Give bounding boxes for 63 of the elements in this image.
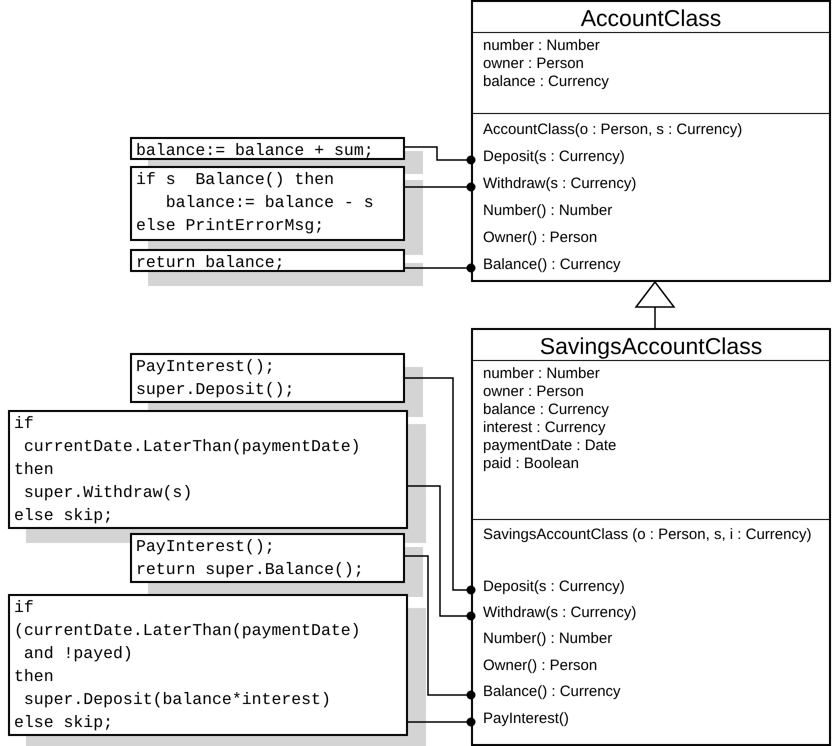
code-box	[130, 166, 405, 241]
operation-text: Owner() : Person	[473, 656, 829, 682]
class-name: AccountClass	[580, 4, 722, 32]
code-box	[130, 137, 405, 160]
code-line: PayInterest();	[136, 356, 276, 378]
attribute-compartment	[473, 360, 829, 520]
class-box	[471, 328, 831, 746]
connector	[408, 485, 476, 620]
code-box	[130, 533, 405, 583]
connector	[405, 377, 476, 594]
connector	[405, 555, 476, 700]
code-line: balance:= balance - s	[164, 192, 375, 214]
connector	[405, 146, 476, 164]
operation-text: Withdraw(s : Currency)	[473, 174, 829, 200]
code-box	[8, 410, 408, 529]
code-line: and !payed)	[22, 643, 134, 665]
operation-text: PayInterest()	[473, 709, 829, 735]
attribute-text: number : Number	[483, 37, 601, 55]
attribute-text: owner : Person	[483, 55, 585, 73]
operation-text: SavingsAccountClass (o : Person, s, i : Currency)	[473, 522, 829, 576]
operation-text: Balance() : Currency	[473, 682, 829, 708]
code-line: else skip;	[14, 505, 114, 527]
code-line: PayInterest();	[136, 536, 276, 558]
code-line: return super.Balance();	[136, 559, 365, 581]
attribute-text: interest : Currency	[483, 419, 607, 437]
attribute-compartment	[473, 32, 829, 114]
attribute-text: number : Number	[483, 365, 601, 383]
code-line: else skip;	[14, 712, 114, 734]
operation-text: Number() : Number	[473, 629, 829, 655]
code-box	[130, 353, 405, 403]
code-line: (currentDate.LaterThan(paymentDate)	[14, 620, 362, 642]
code-line: else PrintErrorMsg;	[136, 215, 326, 237]
code-line: currentDate.LaterThan(paymentDate)	[22, 436, 362, 458]
operation-text: Deposit(s : Currency)	[473, 577, 829, 603]
attribute-text: balance : Currency	[483, 73, 610, 91]
connector	[405, 264, 476, 272]
code-box	[8, 594, 408, 736]
connector	[408, 718, 476, 726]
code-line: if s Balance() then	[136, 169, 336, 191]
attribute-text: balance : Currency	[483, 401, 610, 419]
operation-text: AccountClass(o : Person, s : Currency)	[473, 120, 829, 146]
code-line: super.Deposit();	[136, 379, 296, 401]
attribute-text: paid : Boolean	[483, 455, 580, 473]
connector	[405, 182, 476, 192]
operation-text: Owner() : Person	[473, 228, 829, 254]
operation-text: Balance() : Currency	[473, 255, 829, 281]
class-box	[471, 0, 831, 282]
operation-text: Number() : Number	[473, 201, 829, 227]
code-line: return balance;	[136, 252, 286, 274]
class-name: SavingsAccountClass	[538, 332, 764, 360]
attribute-text: owner : Person	[483, 383, 585, 401]
code-line: then	[14, 666, 55, 688]
code-box	[130, 249, 405, 272]
operation-text: Withdraw(s : Currency)	[473, 603, 829, 629]
code-line: then	[14, 459, 55, 481]
code-line: super.Deposit(balance*interest)	[22, 689, 332, 711]
code-line: if	[14, 413, 35, 435]
inheritance-arrow	[635, 281, 675, 328]
operation-text: Deposit(s : Currency)	[473, 147, 829, 173]
code-line: balance:= balance + sum;	[136, 140, 375, 162]
attribute-text: paymentDate : Date	[483, 437, 618, 455]
code-line: if	[14, 597, 35, 619]
code-line: super.Withdraw(s)	[22, 482, 194, 504]
